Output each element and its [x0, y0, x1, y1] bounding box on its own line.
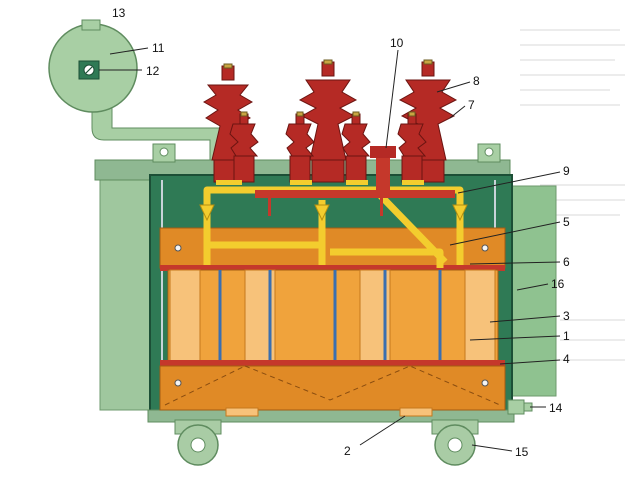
tap-changer-drive: [370, 146, 396, 192]
label-1: 1: [563, 329, 570, 343]
label-8: 8: [473, 74, 480, 88]
yoke-bolts: [174, 244, 489, 387]
label-15: 15: [515, 445, 529, 459]
yoke-clamp-lower: [160, 360, 505, 366]
yoke-supports: [225, 407, 433, 417]
background-text: [520, 29, 625, 361]
lead-clips: [199, 204, 468, 222]
label-7: 7: [468, 98, 475, 112]
label-13: 13: [112, 6, 126, 20]
lower-yoke: [159, 365, 506, 411]
part-labels: 13 11 12 10 8 7 9 5 6 16 3 1 4 14 2 15: [112, 6, 570, 459]
label-5: 5: [563, 215, 570, 229]
tap-changer-studs: [268, 198, 383, 216]
lifting-lugs: [152, 143, 501, 163]
label-4: 4: [563, 352, 570, 366]
label-14: 14: [549, 401, 563, 415]
drain-valve-icon: [507, 399, 533, 415]
label-3: 3: [563, 309, 570, 323]
lower-yoke-dashes: [164, 365, 501, 406]
conservator-cap: [81, 19, 101, 31]
coil-block: [167, 269, 499, 363]
label-16: 16: [551, 277, 565, 291]
leader-lines: [99, 47, 561, 452]
label-2: 2: [344, 444, 351, 458]
bushing-base-plates: [216, 180, 424, 185]
label-12: 12: [146, 64, 160, 78]
wheel-icon: [174, 419, 479, 466]
bushing-terminals: [223, 59, 433, 117]
core-legs: [218, 270, 442, 362]
label-11: 11: [152, 41, 165, 55]
label-9: 9: [563, 164, 570, 178]
label-6: 6: [563, 255, 570, 269]
tap-changer-bar: [255, 190, 455, 198]
oil-gauge-icon: [78, 60, 100, 80]
radiator-right: [511, 185, 557, 397]
label-10: 10: [390, 36, 404, 50]
yoke-clamp-upper: [160, 265, 505, 271]
